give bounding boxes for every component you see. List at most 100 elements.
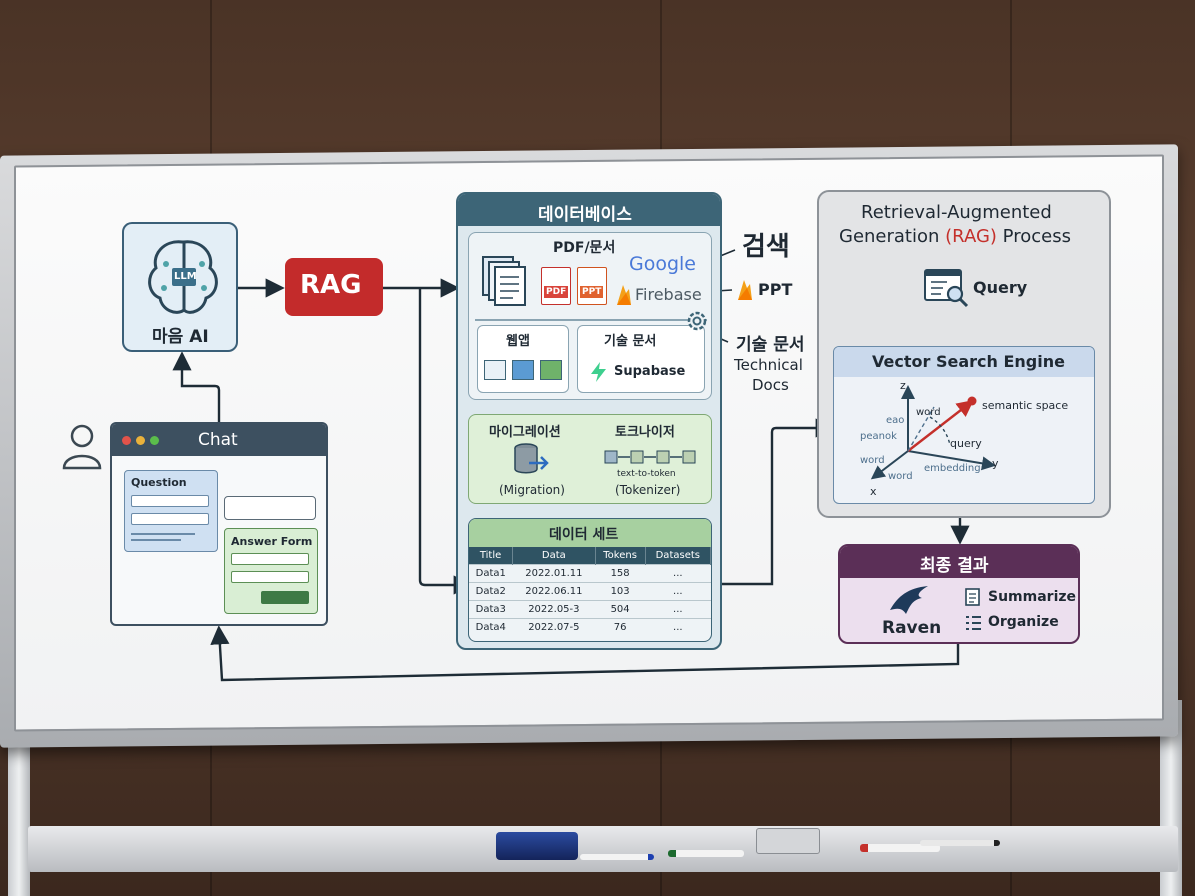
cell: ...	[645, 581, 711, 600]
documents-stack-icon	[482, 256, 526, 306]
blue-marker[interactable]	[580, 854, 654, 860]
docs-block: PDF/문서 PDF PPT Google Firebase 웹앱 기	[468, 232, 712, 400]
migration-label: 마이그레이션	[489, 425, 561, 440]
dataset-block: 데이터 세트 Title Data Tokens Datasets Data1 …	[468, 518, 712, 642]
firebase-flame-icon	[738, 280, 752, 300]
answer-input-2[interactable]	[231, 571, 309, 583]
cell: 2022.01.11	[512, 563, 596, 582]
word-top-label: word	[916, 407, 941, 418]
cell: 103	[595, 581, 646, 600]
peanok-label: peanok	[860, 431, 897, 442]
axis-z-label: z	[900, 379, 906, 392]
rag-process-panel: Retrieval-Augmented Generation (RAG) Pro…	[817, 190, 1111, 518]
eraser[interactable]	[496, 832, 578, 860]
document-icon	[965, 588, 980, 606]
axis-y-label: y	[992, 457, 999, 470]
engine-title: Vector Search Engine	[872, 352, 1065, 371]
col-header: Data	[512, 547, 596, 564]
supabase-bolt-icon	[591, 362, 606, 382]
submit-button[interactable]	[261, 591, 309, 604]
text-line	[131, 539, 181, 541]
chat-title: Chat	[198, 430, 238, 450]
ppt-side-label: PPT	[758, 280, 793, 299]
techdoc-card: 기술 문서 Supabase	[577, 325, 705, 393]
supabase-logo: Supabase	[614, 364, 686, 379]
answer-form-card: Answer Form	[224, 528, 318, 614]
query-arc	[929, 416, 951, 446]
answer-form-label: Answer Form	[231, 535, 313, 548]
cell: 2022.05-3	[512, 599, 596, 618]
question-card: Question	[124, 470, 218, 552]
techdoc-label: 기술 문서	[604, 334, 657, 349]
question-input[interactable]	[131, 495, 209, 507]
semantic-vector	[907, 400, 974, 452]
engine-header: Vector Search Engine	[834, 347, 1094, 377]
tokenizer-label: 토크나이저	[615, 425, 675, 440]
dataset-to-engine-arrow	[720, 418, 835, 586]
database-migration-icon	[514, 443, 549, 474]
stand-leg-left	[8, 700, 30, 896]
pdf-badge: PDF	[544, 286, 569, 298]
rag-title-post: Process	[1002, 226, 1071, 247]
red-marker[interactable]	[860, 844, 940, 852]
green-marker[interactable]	[668, 850, 744, 857]
technical-side-label: Technical	[734, 356, 803, 374]
semantic-label: semantic space	[982, 399, 1069, 412]
database-header: 데이터베이스	[458, 194, 720, 226]
rag-to-dataset-arrow	[418, 288, 473, 595]
vector-space-plot	[870, 385, 996, 480]
marker-box[interactable]	[756, 828, 820, 854]
cell: Data1	[469, 563, 513, 582]
cell: 158	[595, 563, 646, 582]
close-dot-icon[interactable]	[122, 436, 131, 445]
cell: Data4	[469, 617, 513, 636]
processing-block: 마이그레이션 (Migration) 토크나이저 text-to-token (…	[468, 414, 712, 504]
chat-to-llm-arrow	[172, 351, 221, 422]
chat-window: Chat Question Answer Form	[110, 422, 328, 626]
user-icon	[62, 424, 102, 470]
marker-tray	[28, 826, 1178, 872]
organize-label: Organize	[988, 614, 1059, 630]
final-header: 최종 결과	[840, 546, 1078, 578]
webapp-label: 웹앱	[506, 334, 530, 349]
ppt-badge: PPT	[580, 286, 604, 298]
black-marker[interactable]	[920, 840, 1000, 846]
col-header: Datasets	[645, 547, 711, 564]
token-chain-icon	[604, 450, 696, 464]
word-vector	[907, 406, 935, 452]
table-row: Data1 2022.01.11 158 ...	[469, 563, 711, 582]
semantic-point	[967, 396, 977, 406]
vector-search-engine: Vector Search Engine z y x semantic spac…	[833, 346, 1095, 504]
question-input-2[interactable]	[131, 513, 209, 525]
rag-title-rag: (RAG)	[945, 226, 997, 247]
rag-title-line1: Retrieval-Augmented	[861, 202, 1052, 223]
question-label: Question	[131, 476, 187, 489]
final-to-chat-arrow	[210, 625, 960, 682]
grid-window-icon	[512, 360, 534, 380]
final-result-panel: 최종 결과 Raven Summarize Organize	[838, 544, 1080, 644]
minimize-dot-icon[interactable]	[136, 436, 145, 445]
x-axis	[870, 450, 909, 480]
chat-titlebar: Chat	[112, 424, 326, 456]
cell: 2022.06.11	[512, 581, 596, 600]
eao-label: eao	[886, 415, 905, 426]
col-header: Tokens	[595, 547, 646, 564]
dataset-title: 데이터 세트	[549, 527, 619, 543]
query-label: Query	[973, 278, 1028, 297]
cell: Data2	[469, 581, 513, 600]
answer-input[interactable]	[231, 553, 309, 565]
y-axis	[907, 450, 996, 471]
maximize-dot-icon[interactable]	[150, 436, 159, 445]
cell: 504	[595, 599, 646, 618]
database-panel: 데이터베이스 PDF/문서 PDF PPT Google Firebase 웹앱	[456, 192, 722, 650]
embedding-label: embedding	[924, 463, 981, 474]
firebase-logo: Firebase	[635, 285, 702, 304]
docs-label: PDF/문서	[553, 240, 616, 256]
speech-bubble	[224, 496, 316, 520]
text-line	[131, 533, 195, 535]
cell: ...	[645, 563, 711, 582]
raven-label: Raven	[882, 618, 942, 638]
dataset-header: 데이터 세트	[469, 519, 711, 547]
firebase-flame-icon	[617, 285, 631, 305]
techdoc-side-label: 기술 문서	[736, 335, 805, 355]
